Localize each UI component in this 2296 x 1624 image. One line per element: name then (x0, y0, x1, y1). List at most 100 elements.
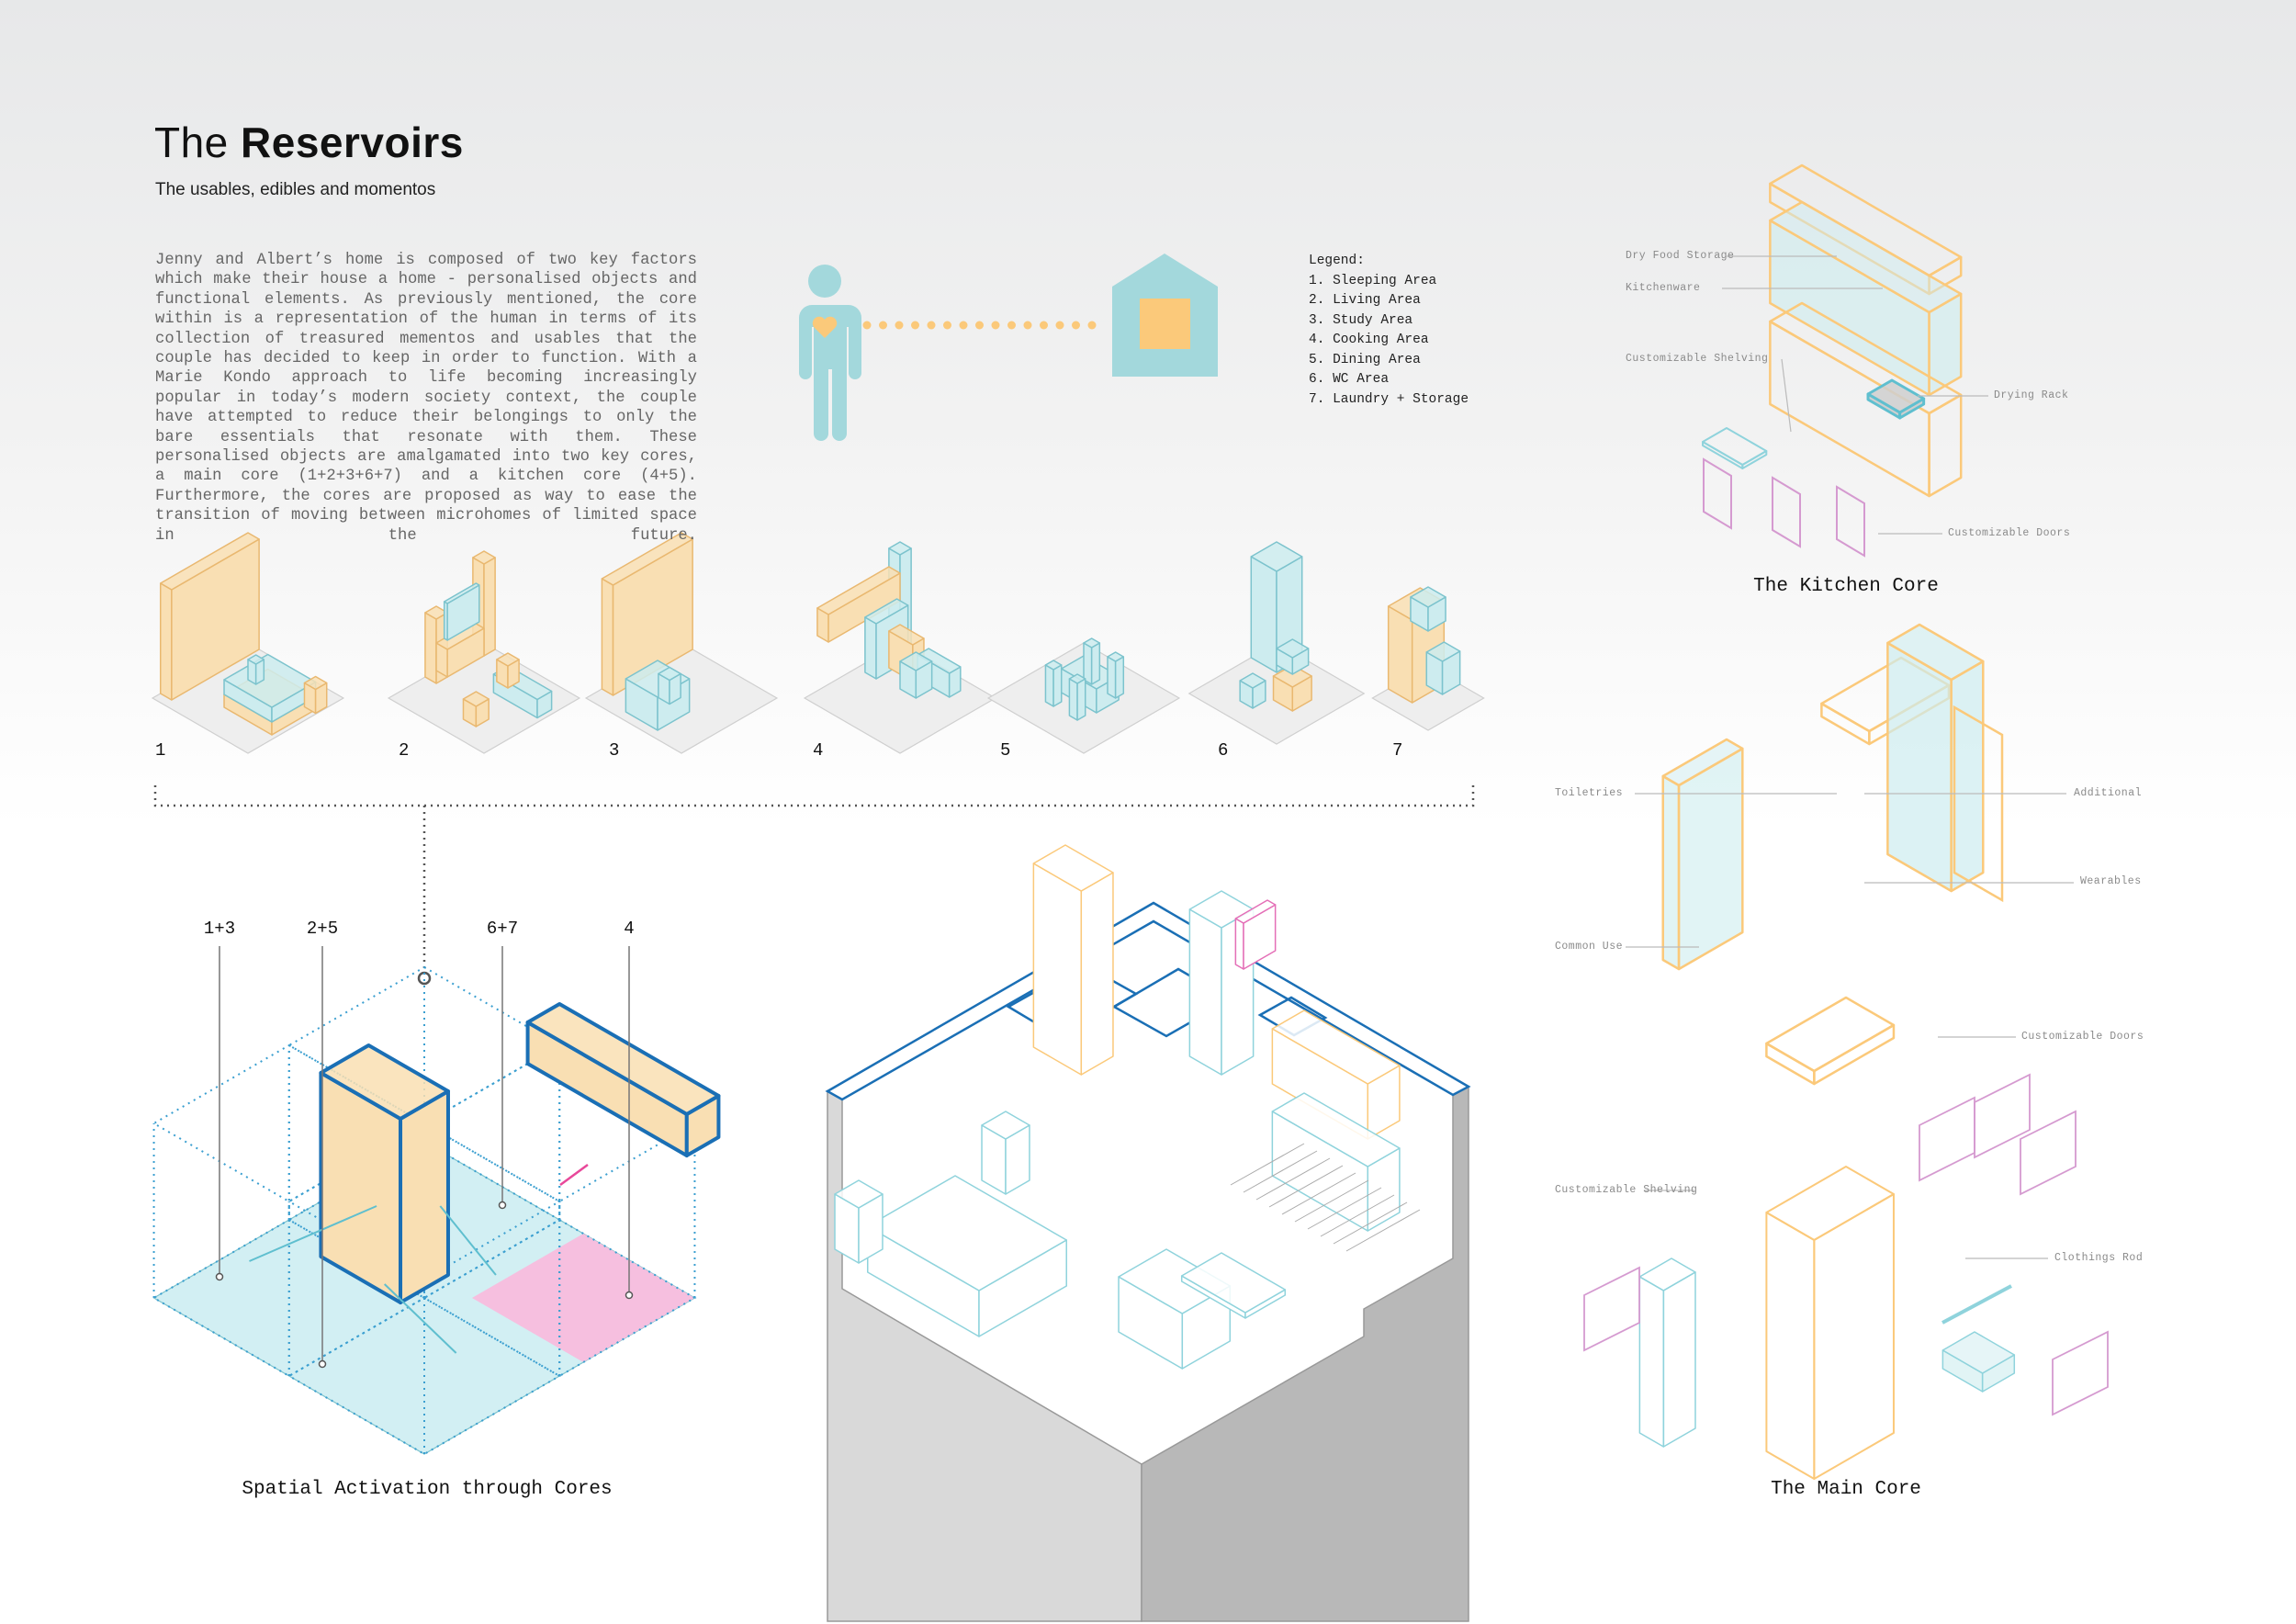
box-face (443, 582, 480, 604)
window-frame (1234, 899, 1277, 970)
furniture-block (816, 566, 901, 643)
area-number: 5 (1000, 740, 1011, 761)
kitchen-label: Drying Rack (1994, 389, 2069, 401)
box-face (1076, 678, 1086, 721)
furniture-block (899, 651, 933, 699)
box-face (1271, 1092, 1401, 1167)
furniture-block (303, 675, 328, 715)
furniture-block (1250, 541, 1303, 673)
box-face (1410, 586, 1446, 608)
connector-dot (959, 321, 968, 330)
box-face (1638, 1276, 1665, 1448)
wearables-unit (1886, 623, 1985, 893)
box-face (1052, 664, 1063, 707)
connector-dot (975, 321, 984, 330)
floorboard-line (1281, 1172, 1356, 1215)
box-face (1813, 1023, 1896, 1086)
house-icon (1112, 254, 1218, 377)
box-face (1387, 605, 1413, 704)
floor-plane (803, 642, 997, 754)
furniture-block (1083, 637, 1101, 685)
floorboard-line (1333, 1201, 1408, 1245)
kitchen-core-block (525, 1002, 721, 1157)
furniture-block (1425, 641, 1461, 695)
box-face (1032, 844, 1114, 892)
box-face (462, 691, 490, 707)
box-face (888, 541, 912, 556)
legend-item: 2. Living Area (1309, 293, 1421, 308)
main-core-label: Customizable Shelving (1555, 1184, 1698, 1196)
box-face (1765, 1042, 1816, 1086)
subtitle: The usables, edibles and momentos (155, 180, 436, 199)
box-face (1068, 673, 1086, 684)
base-drawer (1941, 1331, 2016, 1393)
main-core-label: Wearables (2080, 875, 2142, 887)
wall-top-outline (825, 901, 1471, 1101)
box-face (1813, 1193, 1895, 1480)
kitchen-label: Customizable Shelving (1626, 353, 1769, 365)
box-face (496, 652, 520, 667)
box-face (1866, 378, 1926, 414)
area-icon-6 (1187, 541, 1366, 745)
connector-dot (943, 321, 951, 330)
furniture-block (1410, 586, 1446, 632)
box-face (1083, 637, 1101, 648)
connector-dot (1023, 321, 1032, 330)
area-number: 4 (813, 740, 824, 761)
box-face (424, 612, 437, 684)
legend-item: 6. WC Area (1309, 372, 1390, 387)
box-face (658, 666, 681, 682)
box-face (1234, 899, 1277, 924)
box-face (1765, 996, 1896, 1073)
wardrobe-core (1032, 844, 1114, 1076)
customizable-door (2052, 1330, 2109, 1416)
dotted-connector (862, 321, 1097, 330)
common-use-unit (1661, 738, 1744, 971)
area-icon-7 (1371, 586, 1485, 731)
box-face (864, 598, 909, 625)
person-icon (799, 265, 861, 441)
box-face (483, 557, 496, 657)
box-face (1941, 1331, 2016, 1374)
main-core-block (319, 1043, 450, 1304)
area-icon-3 (584, 532, 779, 754)
customizable-door (1772, 476, 1801, 548)
box-face (1068, 678, 1078, 721)
customizable-door (1919, 1096, 1975, 1182)
box-face (1769, 200, 1963, 314)
customizable-door (1974, 1073, 2031, 1159)
leader-node (625, 1291, 634, 1300)
box-face (1272, 664, 1312, 688)
box-face (1080, 872, 1114, 1076)
area-icon-4 (803, 541, 997, 754)
box-face (888, 624, 925, 646)
box-face (1180, 1252, 1287, 1314)
connector-dot (927, 321, 936, 330)
box-face (866, 1175, 1067, 1291)
box-face (1250, 556, 1277, 673)
kitchen-label: Customizable Doors (1948, 527, 2071, 539)
legend-item: 3. Study Area (1309, 312, 1413, 328)
box-face (1271, 1009, 1401, 1085)
customizable-door (1836, 485, 1865, 558)
activation-arrow (384, 1283, 457, 1354)
box-face (1765, 1166, 1895, 1241)
side-table (834, 1179, 884, 1264)
main-core-label: Toiletries (1555, 787, 1624, 799)
box-face (1661, 774, 1681, 971)
customizable-door (2020, 1110, 2077, 1196)
shelving-unit (1638, 1257, 1696, 1448)
furniture-block (1276, 638, 1310, 675)
box-face (1950, 660, 1985, 893)
activation-arrow (249, 1205, 377, 1262)
main-core-caption: The Main Core (1771, 1479, 1921, 1500)
kitchen-label: Kitchenware (1626, 282, 1701, 294)
leader-node (498, 1201, 507, 1210)
furniture-block (1239, 672, 1266, 709)
legend-item: 4. Cooking Area (1309, 333, 1429, 347)
wireframe-base (287, 1140, 562, 1300)
box-face (834, 1179, 884, 1209)
furniture-block (658, 666, 681, 705)
box-face (601, 578, 614, 696)
